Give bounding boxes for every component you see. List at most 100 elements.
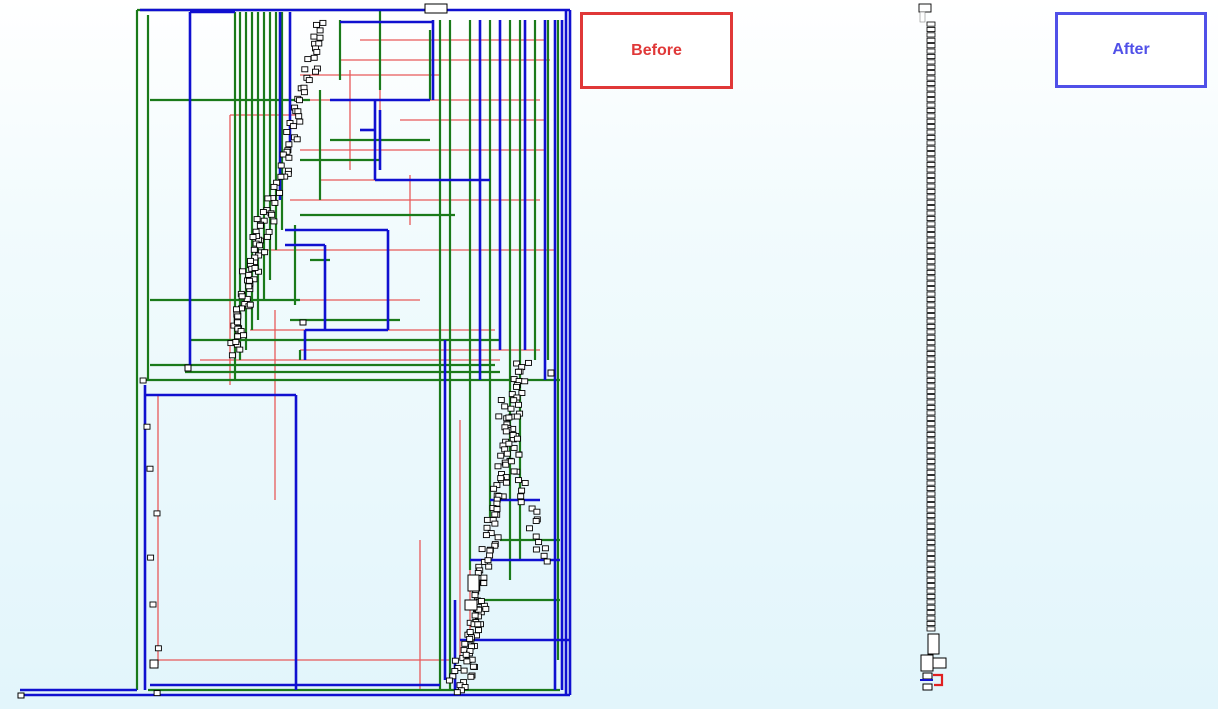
- graph-node: [926, 442, 936, 448]
- graph-node: [509, 432, 517, 438]
- graph-node: [232, 339, 240, 345]
- graph-node: [482, 605, 490, 612]
- graph-node: [486, 547, 494, 554]
- graph-node: [926, 134, 936, 140]
- graph-node: [299, 319, 307, 326]
- graph-node: [313, 48, 321, 55]
- graph-node: [926, 334, 936, 340]
- graph-node: [926, 480, 936, 486]
- graph-node: [926, 318, 936, 324]
- graph-node: [926, 367, 936, 373]
- graph-node: [513, 413, 521, 420]
- graph-node: [926, 296, 936, 302]
- graph-node: [245, 271, 253, 278]
- graph-node: [926, 221, 936, 227]
- graph-node: [251, 254, 259, 261]
- graph-node: [234, 333, 242, 340]
- graph-node: [518, 487, 526, 494]
- graph-node: [926, 513, 936, 519]
- graph-node: [478, 546, 486, 553]
- graph-node: [471, 592, 479, 599]
- graph-node: [276, 189, 283, 196]
- graph-node: [469, 663, 477, 670]
- graph-node: [926, 491, 936, 497]
- graph-node: [315, 40, 323, 47]
- graph-node: [517, 493, 525, 500]
- graph-node: [926, 140, 936, 146]
- graph-node: [483, 516, 491, 523]
- after-label-text: After: [1112, 41, 1150, 58]
- graph-node: [184, 364, 192, 372]
- graph-node: [508, 391, 516, 398]
- graph-node: [474, 621, 482, 628]
- graph-node: [240, 332, 247, 339]
- graph-node: [926, 167, 936, 173]
- graph-node: [926, 475, 936, 481]
- graph-node: [477, 598, 485, 604]
- graph-node: [467, 673, 475, 680]
- graph-node: [926, 356, 936, 362]
- graph-node: [238, 293, 246, 300]
- graph-node: [926, 118, 936, 124]
- graph-node: [260, 217, 268, 224]
- graph-node: [926, 377, 936, 383]
- graph-node: [926, 583, 936, 589]
- graph-node: [926, 426, 936, 432]
- after-diagram-panel: [640, 0, 1218, 709]
- graph-node: [926, 507, 936, 513]
- graph-node: [926, 329, 936, 335]
- graph-node: [926, 242, 936, 248]
- graph-node: [305, 77, 313, 84]
- graph-node: [256, 242, 264, 249]
- graph-node: [461, 684, 469, 690]
- graph-node: [510, 444, 518, 451]
- graph-node: [247, 257, 254, 264]
- graph-node: [926, 86, 936, 92]
- graph-node: [279, 151, 287, 158]
- graph-node: [139, 377, 147, 384]
- graph-node: [501, 403, 509, 410]
- graph-node: [932, 657, 947, 669]
- graph-node: [926, 350, 936, 356]
- graph-node: [424, 3, 448, 14]
- graph-node: [521, 480, 529, 486]
- graph-node: [926, 399, 936, 405]
- graph-node: [264, 195, 272, 202]
- graph-node: [517, 499, 525, 506]
- graph-node: [515, 451, 523, 458]
- graph-node: [525, 359, 532, 366]
- graph-node: [532, 546, 540, 553]
- graph-node: [515, 477, 522, 484]
- graph-node: [17, 692, 25, 699]
- graph-node: [926, 59, 936, 65]
- graph-node: [926, 323, 936, 329]
- graph-node: [528, 505, 536, 512]
- graph-node: [926, 615, 936, 621]
- graph-node: [513, 360, 521, 367]
- graph-node: [491, 542, 499, 549]
- graph-node: [316, 27, 324, 34]
- graph-node: [926, 361, 936, 367]
- graph-node: [475, 627, 482, 634]
- graph-node: [926, 21, 936, 27]
- before-label-text: Before: [631, 41, 682, 59]
- graph-node: [926, 534, 936, 540]
- graph-node: [926, 307, 936, 313]
- graph-node: [277, 173, 285, 180]
- graph-node: [484, 557, 492, 564]
- graph-node: [926, 81, 936, 87]
- graph-node: [289, 123, 297, 130]
- graph-node: [493, 500, 501, 507]
- graph-node: [926, 70, 936, 76]
- graph-node: [926, 151, 936, 157]
- graph-node: [253, 216, 261, 223]
- graph-node: [149, 659, 159, 669]
- graph-node: [926, 54, 936, 60]
- graph-node: [541, 545, 549, 552]
- graph-node: [256, 222, 264, 229]
- graph-node: [920, 654, 934, 672]
- graph-node: [491, 520, 499, 527]
- graph-node: [926, 464, 936, 470]
- graph-node: [271, 199, 279, 206]
- graph-node: [540, 552, 548, 559]
